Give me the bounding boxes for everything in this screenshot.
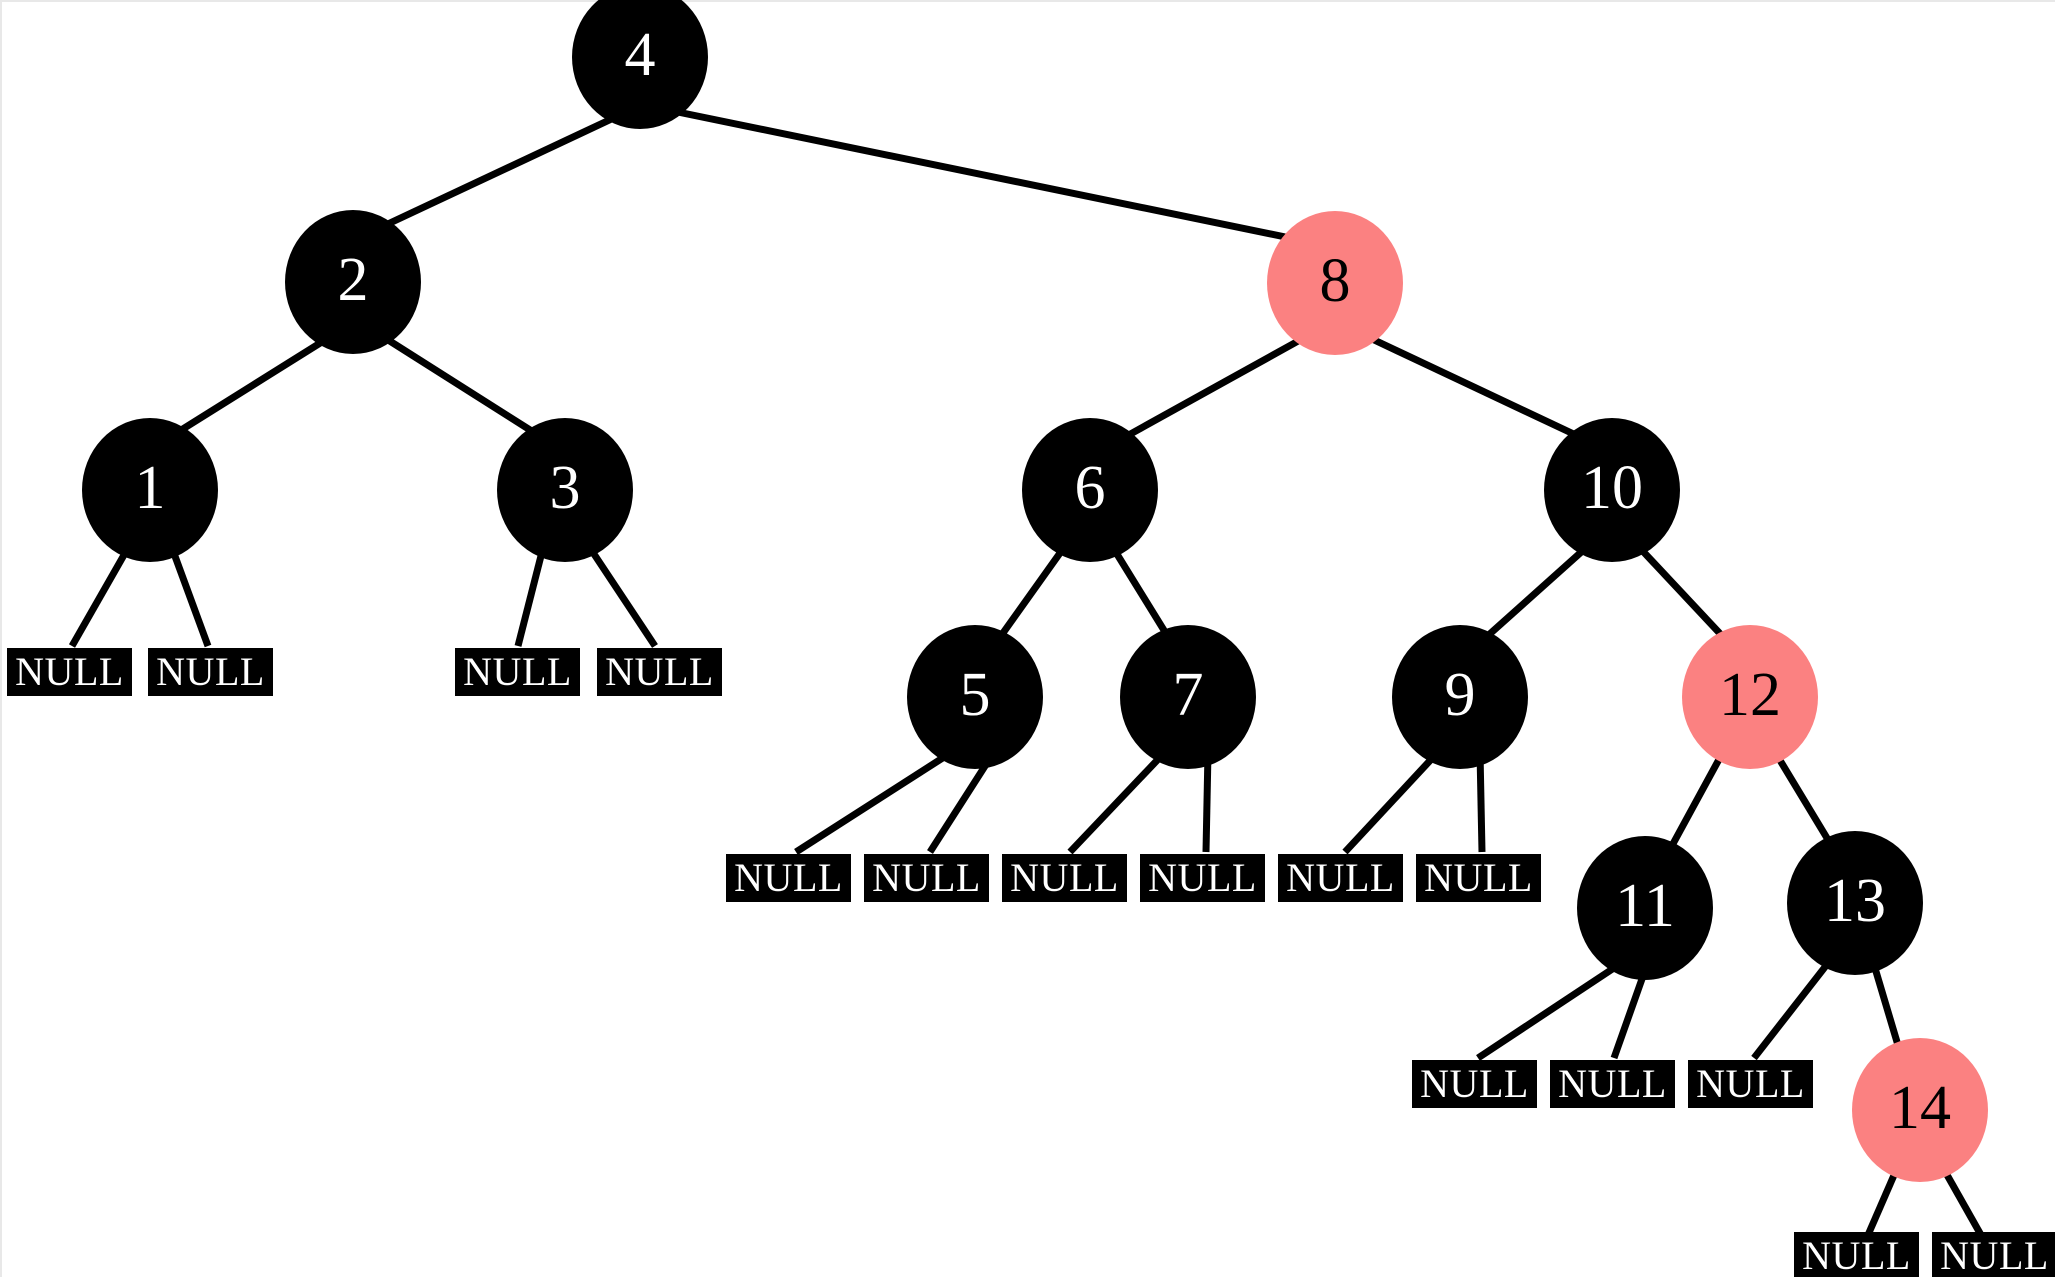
tree-node-14[interactable]: 14 — [1852, 1038, 1988, 1182]
tree-node-label: 7 — [1172, 661, 1204, 729]
null-leaf-label: NULL — [605, 648, 714, 694]
tree-node-8[interactable]: 8 — [1267, 211, 1403, 355]
tree-node-label: 1 — [134, 454, 166, 522]
tree-node-label: 10 — [1581, 454, 1643, 522]
null-leaf-null-7-l: NULL — [1002, 854, 1127, 902]
tree-node-13[interactable]: 13 — [1787, 831, 1923, 975]
tree-node-label: 12 — [1719, 661, 1781, 729]
tree-node-10[interactable]: 10 — [1544, 418, 1680, 562]
tree-edge — [1342, 749, 1441, 855]
null-leaf-label: NULL — [1420, 1060, 1529, 1106]
tree-node-3[interactable]: 3 — [497, 418, 633, 562]
tree-node-4[interactable]: 4 — [572, 0, 708, 129]
tree-node-label: 13 — [1824, 867, 1886, 935]
tree-edge — [1480, 543, 1591, 643]
null-leaf-label: NULL — [463, 648, 572, 694]
tree-edge — [995, 543, 1068, 643]
top-border-rule — [0, 0, 2055, 2]
null-leaf-null-14-r: NULL — [1932, 1232, 2055, 1277]
tree-edge — [794, 749, 954, 855]
tree-node-label: 9 — [1444, 661, 1476, 729]
tree-node-label: 3 — [549, 454, 581, 522]
null-leaf-null-5-l: NULL — [726, 854, 851, 902]
null-leaf-label: NULL — [156, 648, 265, 694]
tree-edge — [1635, 543, 1729, 643]
tree-edge — [1772, 750, 1836, 850]
tree-node-label: 5 — [959, 661, 991, 729]
null-leaf-null-11-l: NULL — [1412, 1060, 1537, 1108]
tree-edge — [1751, 955, 1835, 1061]
null-leaf-label: NULL — [734, 854, 843, 900]
tree-edge — [1067, 749, 1168, 855]
null-leaf-null-5-r: NULL — [864, 854, 989, 902]
null-leaf-label: NULL — [1940, 1232, 2049, 1277]
tree-edge — [1664, 750, 1727, 855]
null-leaf-null-14-l: NULL — [1794, 1232, 1919, 1277]
tree-node-label: 8 — [1319, 247, 1351, 315]
tree-edge — [514, 547, 547, 647]
null-leaf-null-1-r: NULL — [148, 648, 273, 696]
tree-node-12[interactable]: 12 — [1682, 625, 1818, 769]
tree-node-6[interactable]: 6 — [1022, 418, 1158, 562]
null-leaf-label: NULL — [1424, 854, 1533, 900]
tree-node-label: 4 — [624, 21, 656, 89]
tree-edge — [373, 111, 622, 234]
tree-edge — [927, 750, 997, 854]
left-border-rule — [0, 0, 2, 1277]
tree-edge — [587, 546, 658, 648]
tree-node-11[interactable]: 11 — [1577, 836, 1713, 980]
null-leaf-null-9-l: NULL — [1278, 854, 1403, 902]
tree-edge — [1476, 751, 1486, 853]
tree-edge — [1868, 957, 1904, 1053]
null-leaf-label: NULL — [1010, 854, 1119, 900]
null-leaf-null-3-l: NULL — [455, 648, 580, 696]
tree-edge — [1368, 334, 1582, 441]
tree-node-5[interactable]: 5 — [907, 625, 1043, 769]
null-leaf-label: NULL — [1802, 1232, 1911, 1277]
null-leaf-label: NULL — [15, 648, 124, 694]
tree-edge — [1476, 959, 1625, 1061]
null-leaf-null-3-r: NULL — [597, 648, 722, 696]
null-leaf-null-7-r: NULL — [1140, 854, 1265, 902]
tree-edge — [168, 546, 212, 648]
tree-node-label: 2 — [337, 246, 369, 314]
tree-edge — [1202, 751, 1212, 853]
tree-edge — [667, 106, 1301, 244]
tree-edge — [68, 546, 132, 648]
null-leaf-label: NULL — [1286, 854, 1395, 900]
tree-node-7[interactable]: 7 — [1120, 625, 1256, 769]
null-leaf-null-1-l: NULL — [7, 648, 132, 696]
null-leaf-null-13-l: NULL — [1688, 1060, 1813, 1108]
null-leaf-null-9-r: NULL — [1416, 854, 1541, 902]
tree-node-2[interactable]: 2 — [285, 210, 421, 354]
tree-node-label: 11 — [1615, 872, 1675, 940]
tree-edge — [383, 335, 540, 438]
tree-node-1[interactable]: 1 — [82, 418, 218, 562]
tree-node-label: 14 — [1889, 1074, 1951, 1142]
null-leaf-null-11-r: NULL — [1550, 1060, 1675, 1108]
null-leaf-label: NULL — [1696, 1060, 1805, 1106]
tree-node-9[interactable]: 9 — [1392, 625, 1528, 769]
tree-edge — [1123, 336, 1302, 441]
tree-node-label: 6 — [1074, 454, 1106, 522]
tree-edge — [176, 337, 327, 435]
null-leaf-label: NULL — [1558, 1060, 1667, 1106]
null-leaf-label: NULL — [872, 854, 981, 900]
null-leaf-label: NULL — [1148, 854, 1257, 900]
tree-edge — [1109, 544, 1173, 642]
